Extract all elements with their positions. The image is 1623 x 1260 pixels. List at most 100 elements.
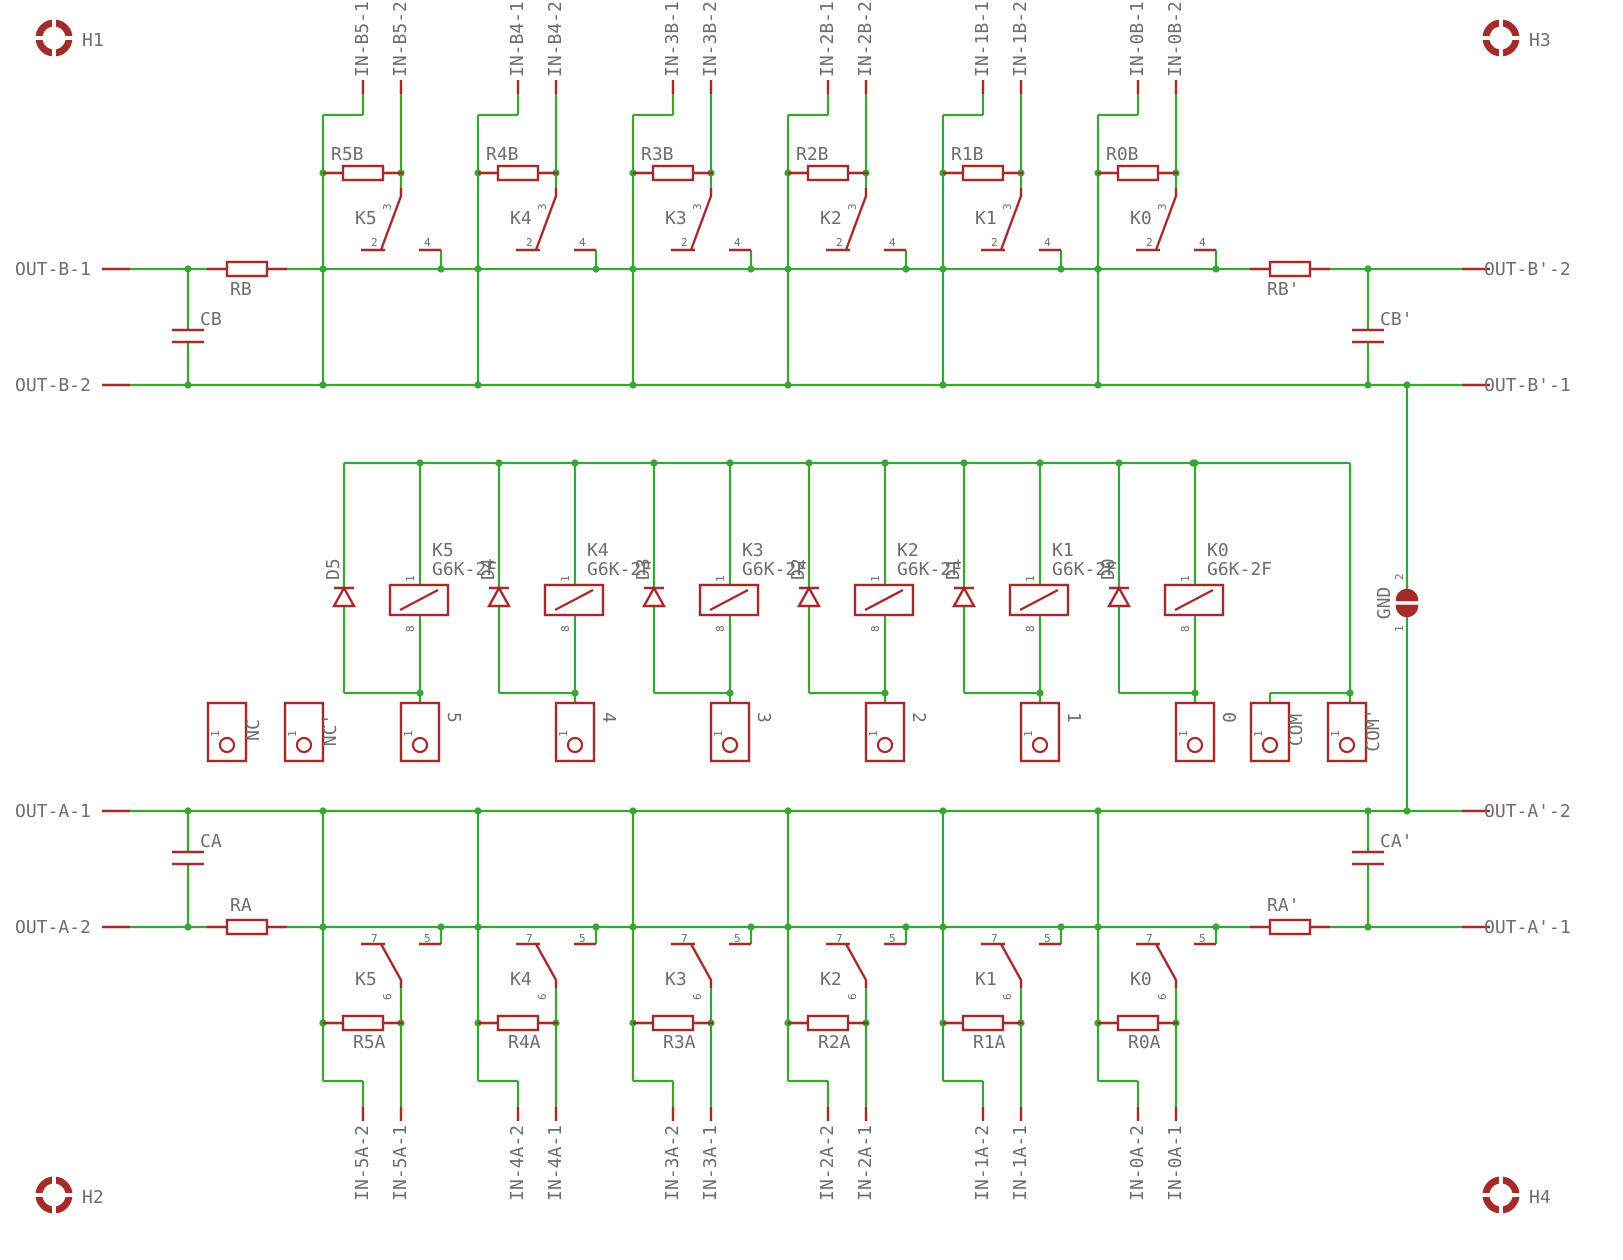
junction-dot xyxy=(784,265,792,273)
ca-label: CA xyxy=(200,831,222,852)
resistor xyxy=(806,1014,850,1032)
resistor-label: R0B xyxy=(1106,144,1139,165)
pin-label: 5 xyxy=(424,932,431,945)
pin-label: 6 xyxy=(536,993,549,1000)
input-label: IN-1A-2 xyxy=(972,1125,993,1201)
connector-box xyxy=(206,701,248,763)
diode-label: D0 xyxy=(1098,558,1119,580)
pin-label: 6 xyxy=(846,993,859,1000)
aux-connector-label: NC' xyxy=(320,714,341,747)
capacitor xyxy=(1352,850,1384,866)
relay-switch-b xyxy=(826,188,906,252)
pin-label: 4 xyxy=(1199,236,1206,249)
junction-dot xyxy=(437,923,445,931)
connector-box xyxy=(1174,701,1216,763)
input-label: IN-1A-1 xyxy=(1010,1125,1031,1201)
resistor xyxy=(1116,164,1160,182)
pin-label: 7 xyxy=(526,932,533,945)
pin-label: 1 xyxy=(869,575,882,582)
rb-label: RB xyxy=(230,279,252,300)
resistor xyxy=(1116,1014,1160,1032)
pin-label: 3 xyxy=(846,203,859,210)
junction-dot xyxy=(1094,381,1102,389)
junction-dot xyxy=(184,381,192,389)
relay-switch-a xyxy=(516,942,596,988)
relay-label: K4 xyxy=(510,969,532,990)
coil-label: K3 xyxy=(742,540,764,561)
input-label: IN-4A-2 xyxy=(507,1125,528,1201)
out-b-prime-1-label: OUT-B'-1 xyxy=(1484,375,1571,396)
mount-hole xyxy=(32,16,76,60)
diode xyxy=(796,585,822,608)
relay-label: K3 xyxy=(665,208,687,229)
pin-label: 1 xyxy=(286,730,299,737)
capacitor xyxy=(172,850,204,866)
resistor xyxy=(961,1014,1005,1032)
pin-label: 5 xyxy=(734,932,741,945)
pin-label: 2 xyxy=(991,236,998,249)
gnd-label: GND xyxy=(1374,587,1395,620)
junction-dot xyxy=(747,265,755,273)
resistor xyxy=(1268,260,1312,278)
resistor xyxy=(496,1014,540,1032)
resistor xyxy=(225,918,269,936)
resistor xyxy=(651,1014,695,1032)
ca-prime-label: CA' xyxy=(1380,831,1413,852)
pin-label: 4 xyxy=(424,236,431,249)
pin-label: 1 xyxy=(712,730,725,737)
junction-dot xyxy=(1364,381,1372,389)
pin-label: 2 xyxy=(1146,236,1153,249)
mount-hole-cut xyxy=(1479,1173,1523,1217)
relay-coil xyxy=(1008,583,1070,617)
pin-label: 6 xyxy=(691,993,704,1000)
pin-label: 4 xyxy=(889,236,896,249)
input-label: IN-3A-2 xyxy=(662,1125,683,1201)
mount-hole-cut xyxy=(1479,16,1523,60)
pin-label: 1 xyxy=(404,575,417,582)
resistor xyxy=(341,1014,385,1032)
connector-label: 3 xyxy=(753,712,774,723)
resistor xyxy=(806,164,850,182)
pin-label: 8 xyxy=(404,625,417,632)
mount-hole-cut xyxy=(32,16,76,60)
pin-label: 7 xyxy=(371,932,378,945)
coil-label: K0 xyxy=(1207,540,1229,561)
connector-pin xyxy=(1261,736,1279,754)
input-label: IN-2A-2 xyxy=(817,1125,838,1201)
pin-label: 1 xyxy=(867,730,880,737)
pin-label: 1 xyxy=(1179,575,1192,582)
capacitor xyxy=(172,328,204,344)
input-label: IN-B4-1 xyxy=(507,1,528,77)
relay-coil xyxy=(1163,583,1225,617)
pin-label: 1 xyxy=(1329,730,1342,737)
junction-dot xyxy=(1212,265,1220,273)
relay-coil xyxy=(388,583,450,617)
pin-label: 6 xyxy=(381,993,394,1000)
resistor xyxy=(496,164,540,182)
coil-label: K1 xyxy=(1052,540,1074,561)
junction-dot xyxy=(319,381,327,389)
junction-dot xyxy=(474,265,482,273)
junction-dot xyxy=(1212,923,1220,931)
relay-coil-slash xyxy=(554,588,594,612)
out-b-2-label: OUT-B-2 xyxy=(15,375,91,396)
relay-switch-b xyxy=(981,188,1061,252)
pin-label: 3 xyxy=(381,203,394,210)
out-a-prime-1-label: OUT-A'-1 xyxy=(1484,917,1571,938)
out-a-prime-2-label: OUT-A'-2 xyxy=(1484,801,1571,822)
pin-label: 1 xyxy=(714,575,727,582)
diode-label: D4 xyxy=(478,558,499,580)
connector-box xyxy=(1249,701,1291,763)
input-label: IN-0B-2 xyxy=(1165,1,1186,77)
connector-pin xyxy=(1338,736,1356,754)
resistor-label: R2A xyxy=(818,1032,851,1053)
coil-type-label: G6K-2F xyxy=(897,559,962,580)
relay-switch-a xyxy=(826,942,906,988)
junction-dot xyxy=(1115,459,1123,467)
resistor-label: R4A xyxy=(508,1032,541,1053)
pin-label: 1 xyxy=(1022,730,1035,737)
pin-label: 2 xyxy=(371,236,378,249)
diode xyxy=(641,585,667,608)
relay-switch-a xyxy=(1136,942,1216,988)
input-label: IN-0B-1 xyxy=(1127,1,1148,77)
